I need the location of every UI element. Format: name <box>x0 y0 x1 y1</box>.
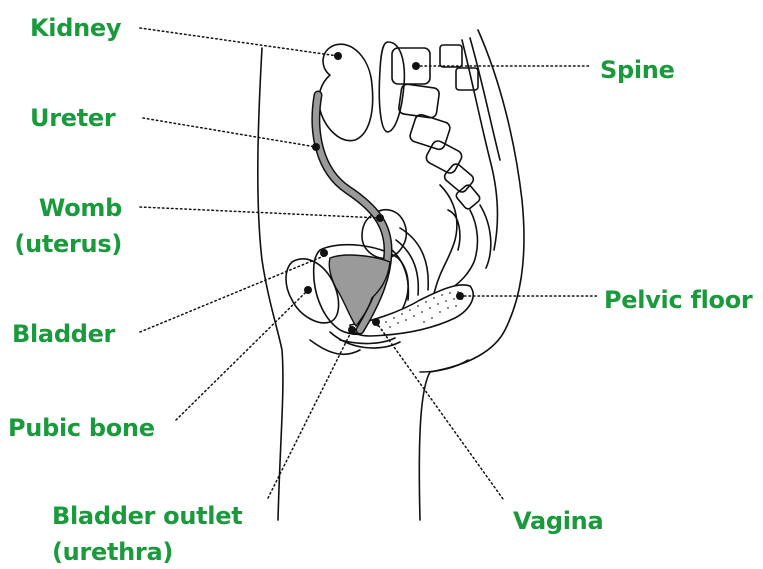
womb-walls <box>392 228 428 300</box>
label-bladder: Bladder <box>12 318 115 350</box>
buttock-crease <box>420 360 468 372</box>
body-outline-front <box>258 48 283 520</box>
leader-bladder-outlet <box>268 330 352 498</box>
label-uterus: (uterus) <box>2 228 122 260</box>
label-womb: Womb <box>2 192 122 224</box>
leader-womb <box>140 207 380 218</box>
label-ureter: Ureter <box>30 102 115 134</box>
leader-bladder <box>140 256 324 332</box>
label-vagina: Vagina <box>513 505 603 537</box>
leader-vagina <box>376 322 503 499</box>
leader-ureter <box>143 118 316 147</box>
kidney-shape <box>319 44 373 140</box>
label-pelvic-floor: Pelvic floor <box>604 284 752 316</box>
label-bladder-outlet: Bladder outlet <box>52 500 242 532</box>
label-spine: Spine <box>600 54 675 86</box>
spine-vertebrae <box>392 38 500 288</box>
label-kidney: Kidney <box>30 12 121 44</box>
label-urethra: (urethra) <box>52 536 173 568</box>
body-outline-back <box>419 30 524 520</box>
leader-kidney <box>140 28 338 56</box>
label-pubic-bone: Pubic bone <box>8 412 155 444</box>
